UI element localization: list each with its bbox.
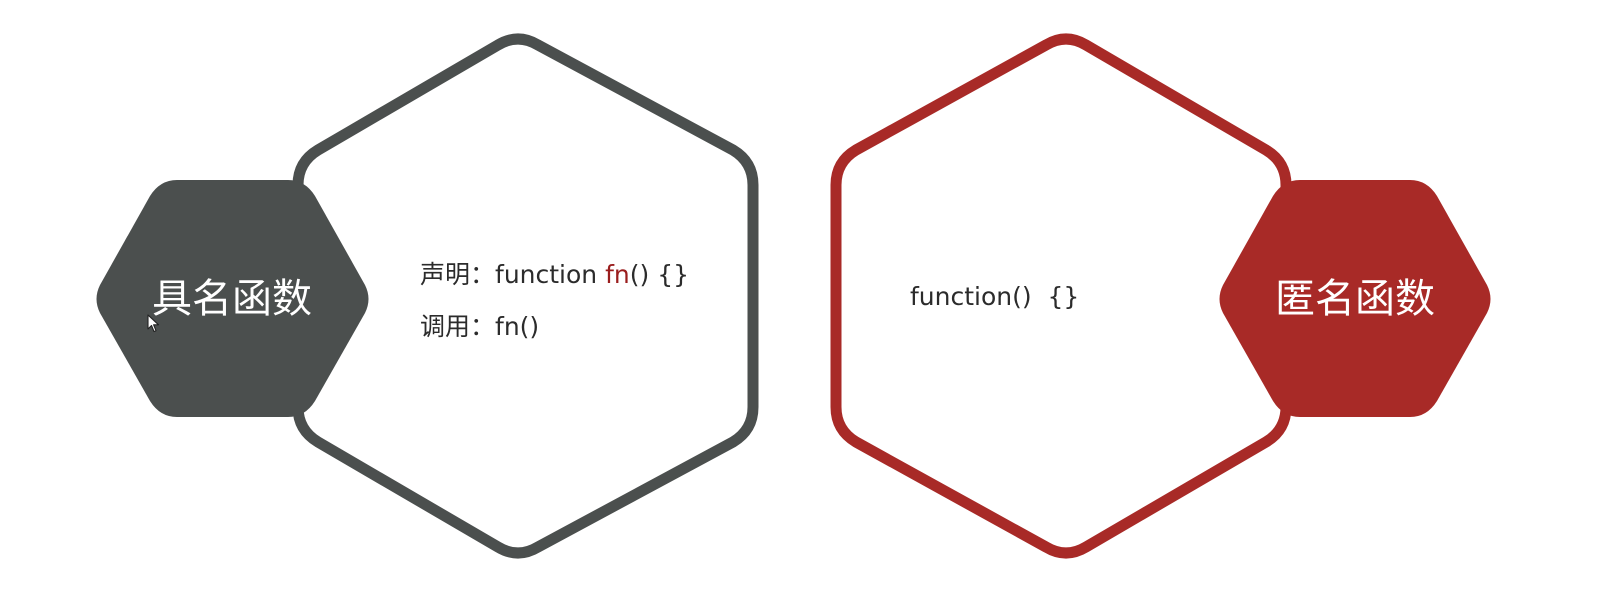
anonymous-function-group: 匿名函数 function() {}: [830, 33, 1491, 559]
named-function-group: 具名函数 声明：function fn() {} 调用：fn(): [96, 33, 759, 559]
declaration-function-name: fn: [605, 260, 630, 289]
named-function-label-hexagon: [96, 180, 369, 417]
call-line: 调用：fn(): [420, 312, 539, 341]
anonymous-function-label-hexagon: [1219, 180, 1491, 417]
mouse-pointer-icon: [147, 314, 160, 333]
named-function-title: 具名函数: [152, 276, 312, 322]
anonymous-function-outline-hexagon: [830, 33, 1292, 559]
declaration-code-prefix: function: [495, 260, 605, 289]
declaration-label: 声明：: [420, 260, 495, 289]
anonymous-function-code: function() {}: [910, 282, 1079, 311]
anonymous-function-title: 匿名函数: [1275, 276, 1435, 322]
call-label: 调用：: [420, 312, 495, 341]
declaration-line: 声明：function fn() {}: [420, 260, 689, 289]
call-code: fn(): [495, 312, 539, 341]
declaration-code-suffix: () {}: [630, 260, 689, 289]
